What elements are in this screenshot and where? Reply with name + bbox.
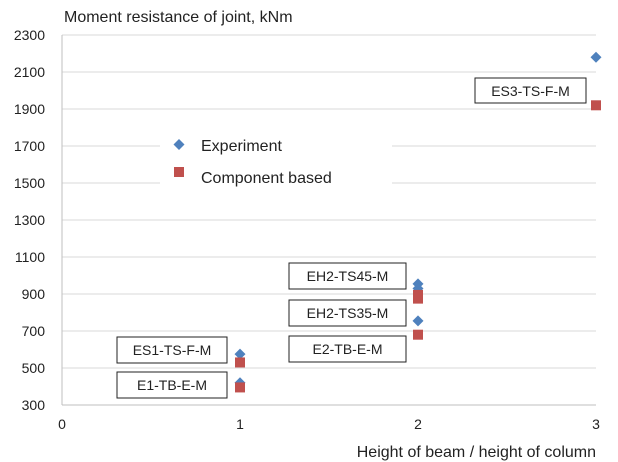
y-tick-label-1700: 1700 <box>14 138 45 154</box>
svg-text:ES3-TS-F-M: ES3-TS-F-M <box>491 83 570 99</box>
annotation-es3-ts-f-m: ES3-TS-F-M <box>474 77 587 104</box>
annotation-es1-ts-f-m: ES1-TS-F-M <box>116 336 228 364</box>
svg-text:EH2-TS45-M: EH2-TS45-M <box>307 268 389 284</box>
y-tick-label-1900: 1900 <box>14 101 45 117</box>
x-tick-label-3: 3 <box>592 416 600 432</box>
component-point-0 <box>235 357 245 368</box>
annotation-eh2-ts35-m: EH2-TS35-M <box>288 299 407 327</box>
legend-experiment-marker <box>173 139 185 150</box>
experiment-point-0 <box>234 348 246 360</box>
y-tick-labels: 300 500 700 900 1100 1300 1500 1700 1900 2100 2300 <box>14 27 45 413</box>
annotations: ES3-TS-F-M EH2-TS45-M EH2-TS35-M E2-TB-E… <box>116 77 587 399</box>
y-tick-label-500: 500 <box>22 360 46 376</box>
y-tick-label-1100: 1100 <box>15 249 45 265</box>
component-point-5 <box>591 100 601 111</box>
y-axis-title: Moment resistance of joint, kNm <box>64 9 293 26</box>
experiment-point-4 <box>412 315 424 327</box>
legend-experiment-label: Experiment <box>201 138 282 155</box>
axes <box>61 35 596 406</box>
svg-text:E2-TB-E-M: E2-TB-E-M <box>313 341 383 357</box>
y-tick-label-700: 700 <box>22 323 46 339</box>
y-tick-label-1500: 1500 <box>14 175 45 191</box>
x-tick-labels: 0 1 2 3 <box>58 416 600 432</box>
annotation-e1-tb-e-m: E1-TB-E-M <box>116 371 228 399</box>
y-tick-label-1300: 1300 <box>14 212 45 228</box>
data-points <box>234 51 602 393</box>
component-point-4 <box>413 329 423 340</box>
x-tick-label-1: 1 <box>236 416 244 432</box>
y-tick-label-300: 300 <box>22 397 46 413</box>
x-tick-label-0: 0 <box>58 416 66 432</box>
legend: Experiment Component based <box>160 130 392 190</box>
legend-component-label: Component based <box>201 170 332 187</box>
svg-text:E1-TB-E-M: E1-TB-E-M <box>137 377 207 393</box>
x-axis-title: Height of beam / height of column <box>357 444 596 461</box>
y-tick-label-900: 900 <box>22 286 46 302</box>
annotation-eh2-ts45-m: EH2-TS45-M <box>288 262 407 290</box>
y-tick-label-2100: 2100 <box>14 64 45 80</box>
x-tick-label-2: 2 <box>414 416 422 432</box>
component-point-1 <box>235 382 245 393</box>
component-point-3 <box>413 293 423 304</box>
svg-text:ES1-TS-F-M: ES1-TS-F-M <box>133 342 212 358</box>
svg-text:EH2-TS35-M: EH2-TS35-M <box>307 305 389 321</box>
y-tick-label-2300: 2300 <box>14 27 45 43</box>
legend-component-marker <box>174 167 184 177</box>
annotation-e2-tb-e-m: E2-TB-E-M <box>288 335 407 363</box>
legend-background <box>160 130 392 190</box>
experiment-point-5 <box>590 51 602 63</box>
